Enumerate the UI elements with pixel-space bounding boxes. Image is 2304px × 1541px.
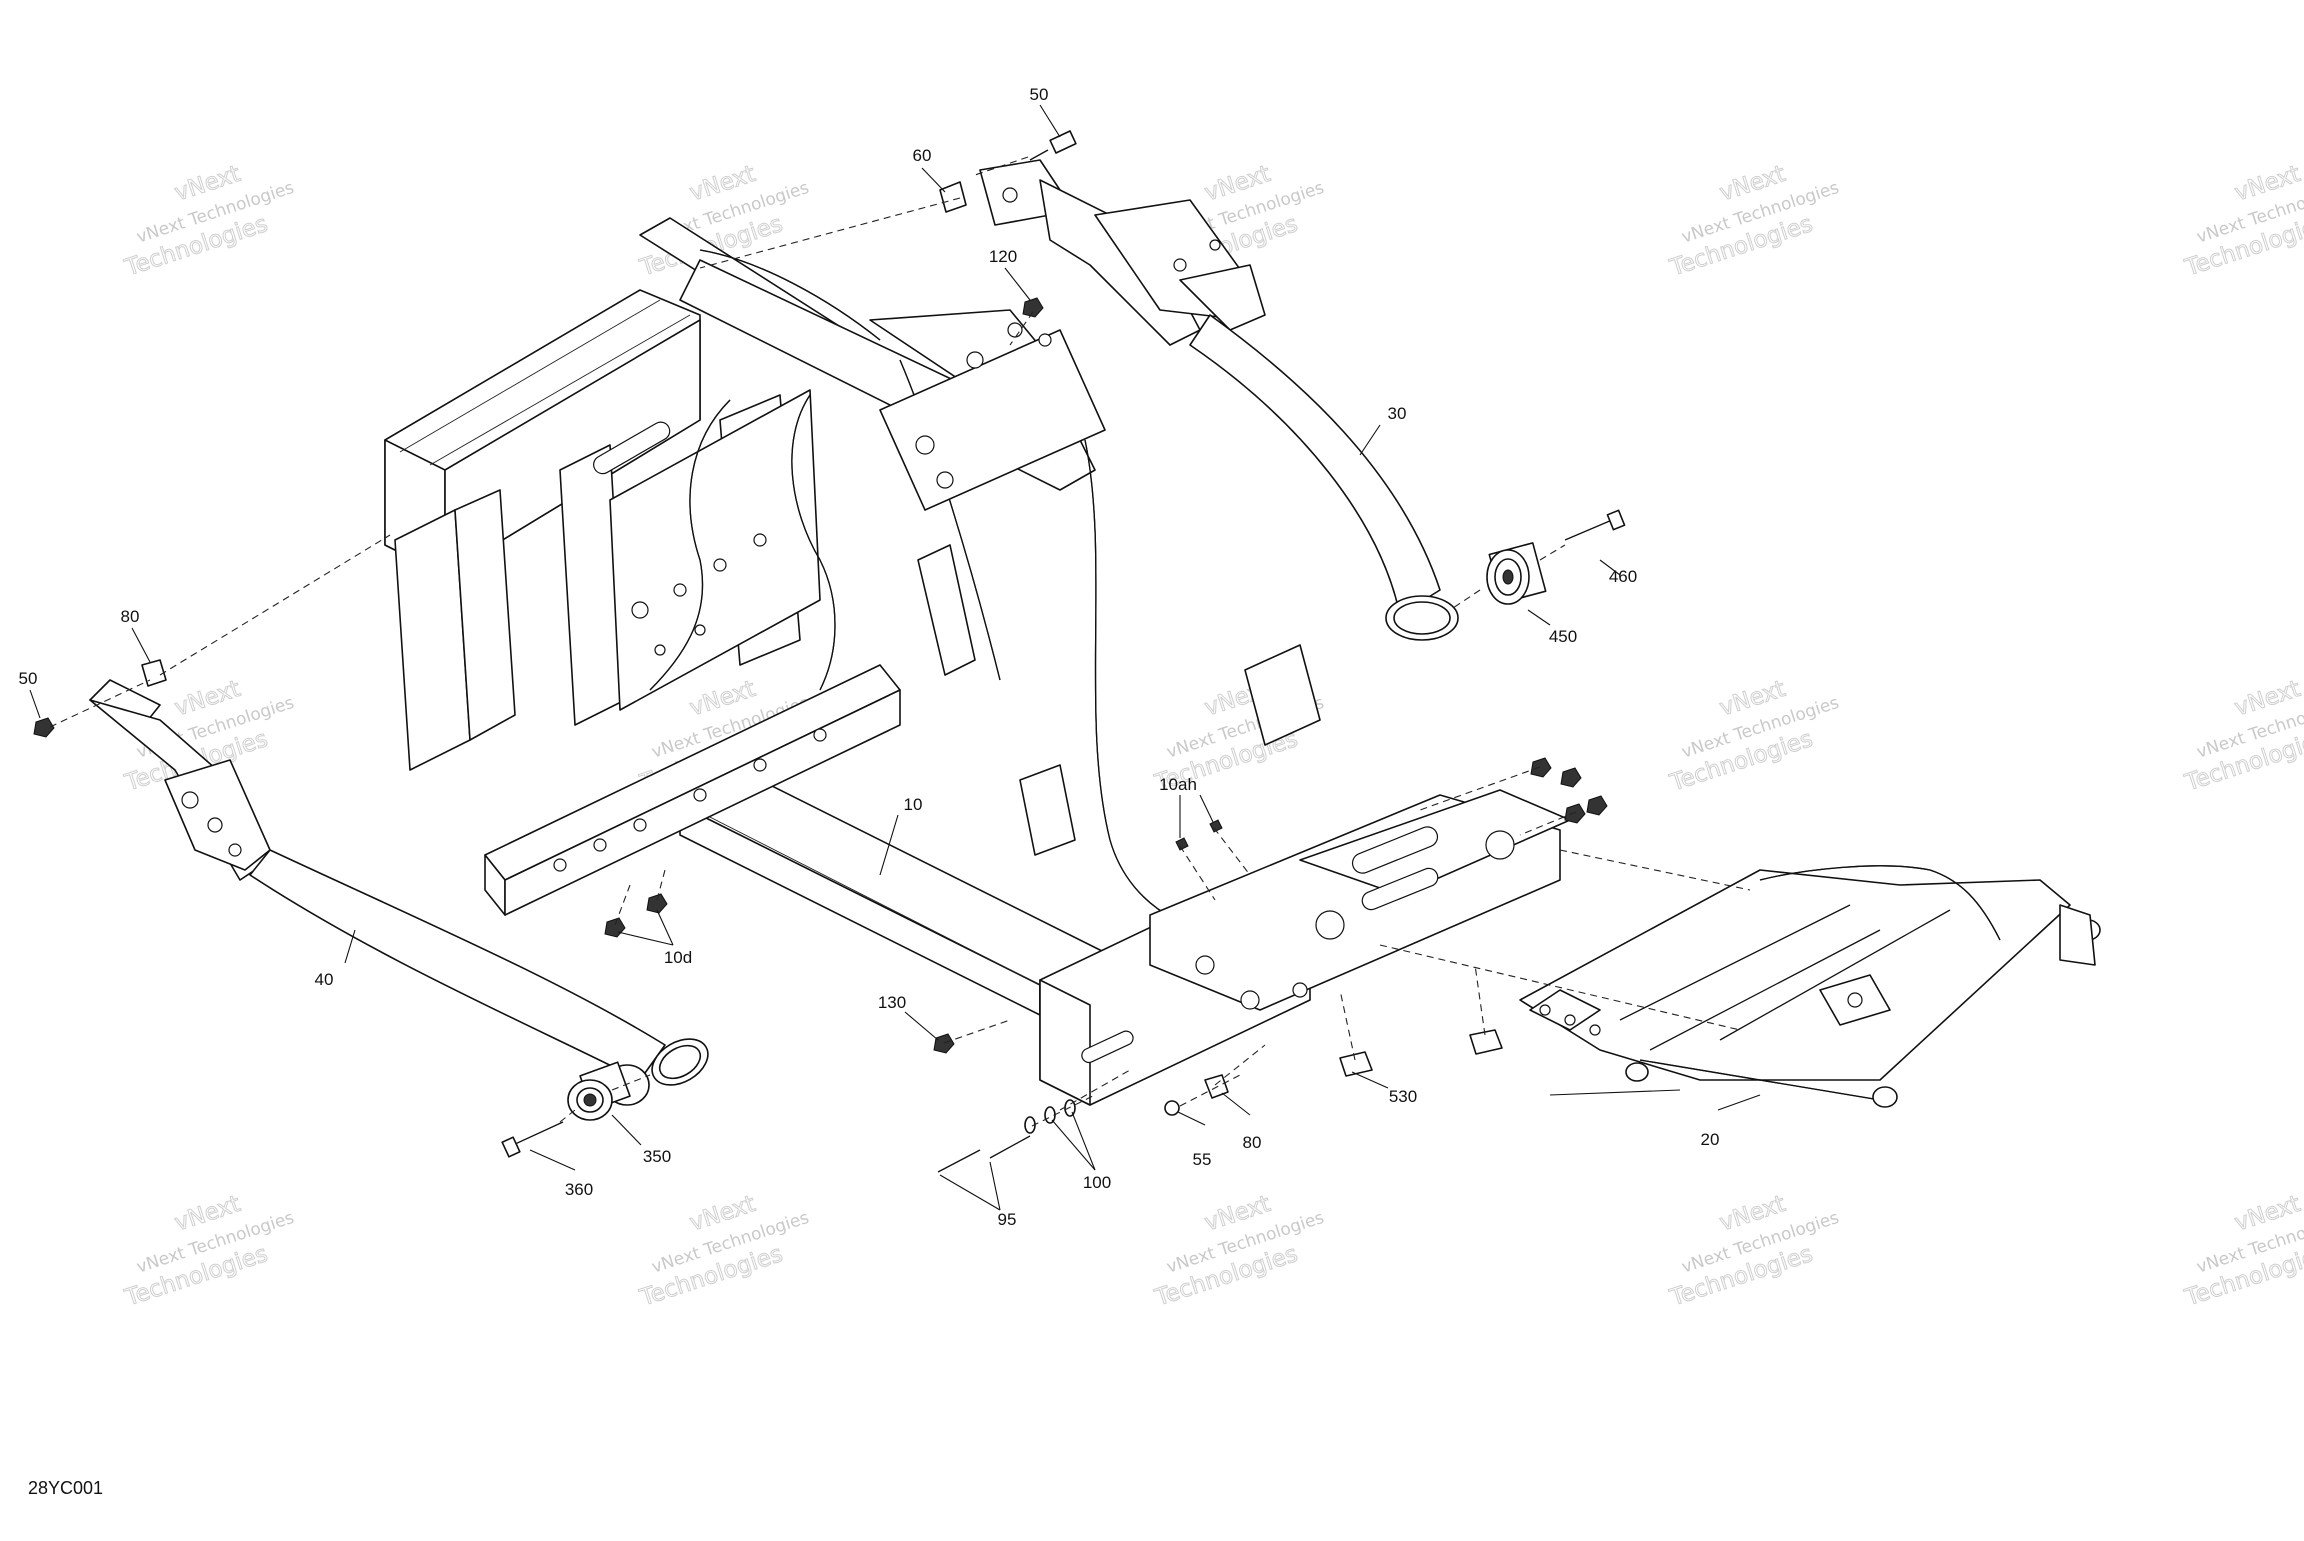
nut-120[interactable] bbox=[1022, 297, 1044, 318]
callout-80-left[interactable]: 80 bbox=[121, 607, 140, 626]
leader-lines bbox=[29, 104, 1761, 1211]
callout-50-left[interactable]: 50 bbox=[19, 669, 38, 688]
clip-80-left[interactable] bbox=[141, 659, 167, 687]
callout-120[interactable]: 120 bbox=[989, 247, 1017, 266]
nut-130[interactable] bbox=[933, 1033, 955, 1054]
callout-60[interactable]: 80 bbox=[1243, 1133, 1262, 1152]
bolt-50-left[interactable] bbox=[33, 717, 55, 738]
clip-60[interactable] bbox=[1204, 1074, 1229, 1099]
callouts: 50 60 120 30 460 450 80 50 10 10ah 10d 4… bbox=[19, 85, 1720, 1229]
main-frame[interactable] bbox=[384, 217, 1571, 1106]
washers-100[interactable] bbox=[1024, 1099, 1076, 1134]
clips-530[interactable] bbox=[1339, 1029, 1503, 1077]
nuts-right[interactable] bbox=[1530, 757, 1608, 824]
callout-100[interactable]: 100 bbox=[1083, 1173, 1111, 1192]
callout-450[interactable]: 450 bbox=[1549, 627, 1577, 646]
bolt-360[interactable] bbox=[501, 1121, 564, 1158]
bolts-95[interactable] bbox=[937, 1135, 1031, 1173]
callout-30[interactable]: 30 bbox=[1388, 404, 1407, 423]
rear-subframe[interactable] bbox=[1519, 865, 2101, 1108]
bolt-460[interactable] bbox=[1564, 509, 1626, 541]
nuts-10d[interactable] bbox=[604, 893, 668, 938]
callout-20[interactable]: 20 bbox=[1701, 1130, 1720, 1149]
assembly-lines bbox=[49, 156, 1751, 1127]
callout-50-top[interactable]: 50 bbox=[1030, 85, 1049, 104]
callout-360[interactable]: 360 bbox=[565, 1180, 593, 1199]
diagram-code: 28YC001 bbox=[28, 1478, 104, 1498]
callout-10ah[interactable]: 10ah bbox=[1159, 775, 1197, 794]
left-arm[interactable] bbox=[89, 679, 716, 1094]
callout-40[interactable]: 40 bbox=[315, 970, 334, 989]
bolt-55[interactable] bbox=[1164, 1100, 1180, 1116]
upper-right-arm[interactable] bbox=[979, 159, 1459, 641]
clip-80-top[interactable] bbox=[939, 181, 967, 213]
callout-55[interactable]: 55 bbox=[1193, 1150, 1212, 1169]
callout-530[interactable]: 530 bbox=[1389, 1087, 1417, 1106]
callout-80-top[interactable]: 60 bbox=[913, 146, 932, 165]
plugs-10ah[interactable] bbox=[1175, 819, 1223, 851]
callout-350[interactable]: 350 bbox=[643, 1147, 671, 1166]
callout-130[interactable]: 130 bbox=[878, 993, 906, 1012]
callout-10[interactable]: 10 bbox=[904, 795, 923, 814]
callout-10d[interactable]: 10d bbox=[664, 948, 692, 967]
bushing-350[interactable] bbox=[567, 1061, 650, 1121]
callout-460[interactable]: 460 bbox=[1609, 567, 1637, 586]
bolt-50-top[interactable] bbox=[1029, 130, 1077, 161]
bushing-450[interactable] bbox=[1486, 542, 1547, 605]
callout-95[interactable]: 95 bbox=[998, 1210, 1017, 1229]
